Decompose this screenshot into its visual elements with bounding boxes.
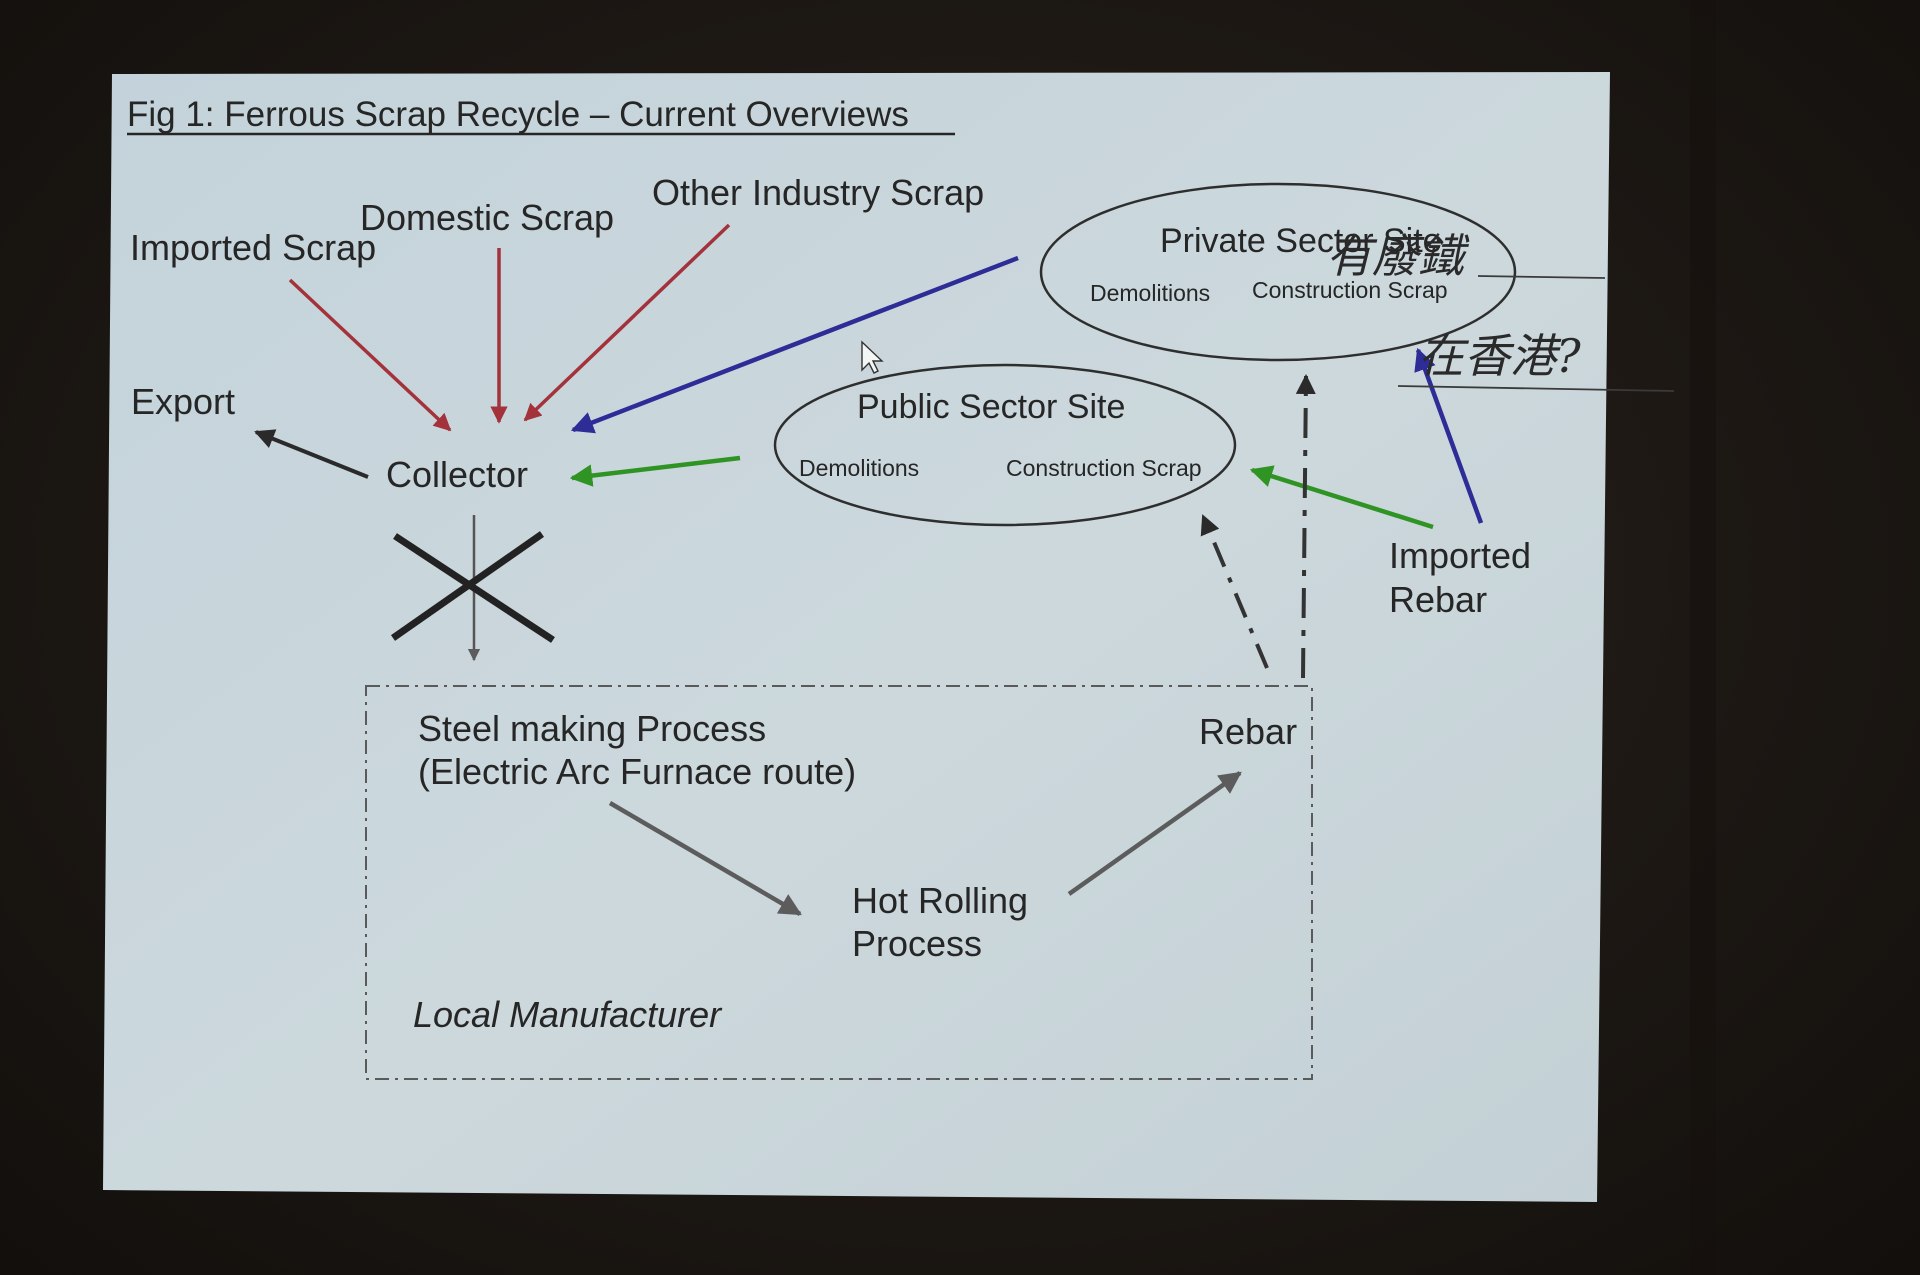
imported-scrap-arrow bbox=[288, 278, 452, 432]
private-to-collector-arrow bbox=[570, 255, 1019, 434]
handwriting-underline-2 bbox=[1397, 385, 1675, 392]
public-sector-site-title: Public Sector Site bbox=[857, 388, 1125, 426]
steel-to-hot-rolling-arrow bbox=[608, 801, 802, 916]
imported-rebar-to-public-arrow bbox=[1249, 465, 1434, 530]
other-industry-scrap-arrow bbox=[523, 223, 731, 422]
hot-rolling-label-line1: Hot Rolling bbox=[852, 880, 1028, 921]
hot-rolling-label-line2: Process bbox=[852, 923, 982, 964]
imported-rebar-to-private-arrow bbox=[1414, 347, 1484, 524]
screen-edge-shadow bbox=[1690, 0, 1716, 1275]
public-construction-scrap-label: Construction Scrap bbox=[1006, 455, 1202, 481]
hot-rolling-to-rebar-arrow bbox=[1067, 771, 1242, 896]
collector-label: Collector bbox=[386, 454, 528, 495]
domestic-scrap-label: Domestic Scrap bbox=[360, 197, 614, 238]
public-demolitions-label: Demolitions bbox=[799, 455, 919, 481]
handwriting-line1: 有廢鐵 bbox=[1326, 229, 1470, 283]
local-manufacturer-box bbox=[365, 685, 1313, 1080]
private-sector-site-ellipse bbox=[1039, 182, 1517, 362]
private-demolitions-label: Demolitions bbox=[1090, 280, 1210, 306]
local-manufacturer-label: Local Manufacturer bbox=[413, 994, 723, 1035]
collector-to-export-arrow bbox=[254, 429, 369, 479]
public-to-collector-arrow bbox=[569, 455, 741, 487]
public-sector-site-ellipse bbox=[773, 363, 1237, 527]
private-sector-site-title: Private Sector Site bbox=[1160, 222, 1442, 260]
imported-rebar-label-line2: Rebar bbox=[1389, 579, 1487, 620]
private-construction-scrap-label: Construction Scrap bbox=[1252, 277, 1448, 303]
handwriting-underline-1 bbox=[1477, 275, 1606, 279]
cross-out-stroke-a bbox=[393, 533, 555, 643]
imported-rebar-label-line1: Imported bbox=[1389, 535, 1531, 576]
export-label: Export bbox=[131, 381, 235, 422]
cross-out-stroke-b bbox=[390, 531, 545, 641]
imported-scrap-label: Imported Scrap bbox=[130, 227, 376, 268]
cursor-icon bbox=[861, 340, 884, 374]
rebar-label: Rebar bbox=[1199, 711, 1297, 752]
other-industry-scrap-label: Other Industry Scrap bbox=[652, 172, 984, 213]
steel-making-label-line2: (Electric Arc Furnace route) bbox=[418, 751, 856, 792]
projected-slide bbox=[103, 72, 1610, 1202]
rebar-to-private-arrow bbox=[1295, 374, 1316, 679]
diagram-title: Fig 1: Ferrous Scrap Recycle – Current O… bbox=[127, 95, 909, 134]
steel-making-label-line1: Steel making Process bbox=[418, 708, 766, 749]
handwriting-line2: 在香港? bbox=[1418, 329, 1581, 383]
